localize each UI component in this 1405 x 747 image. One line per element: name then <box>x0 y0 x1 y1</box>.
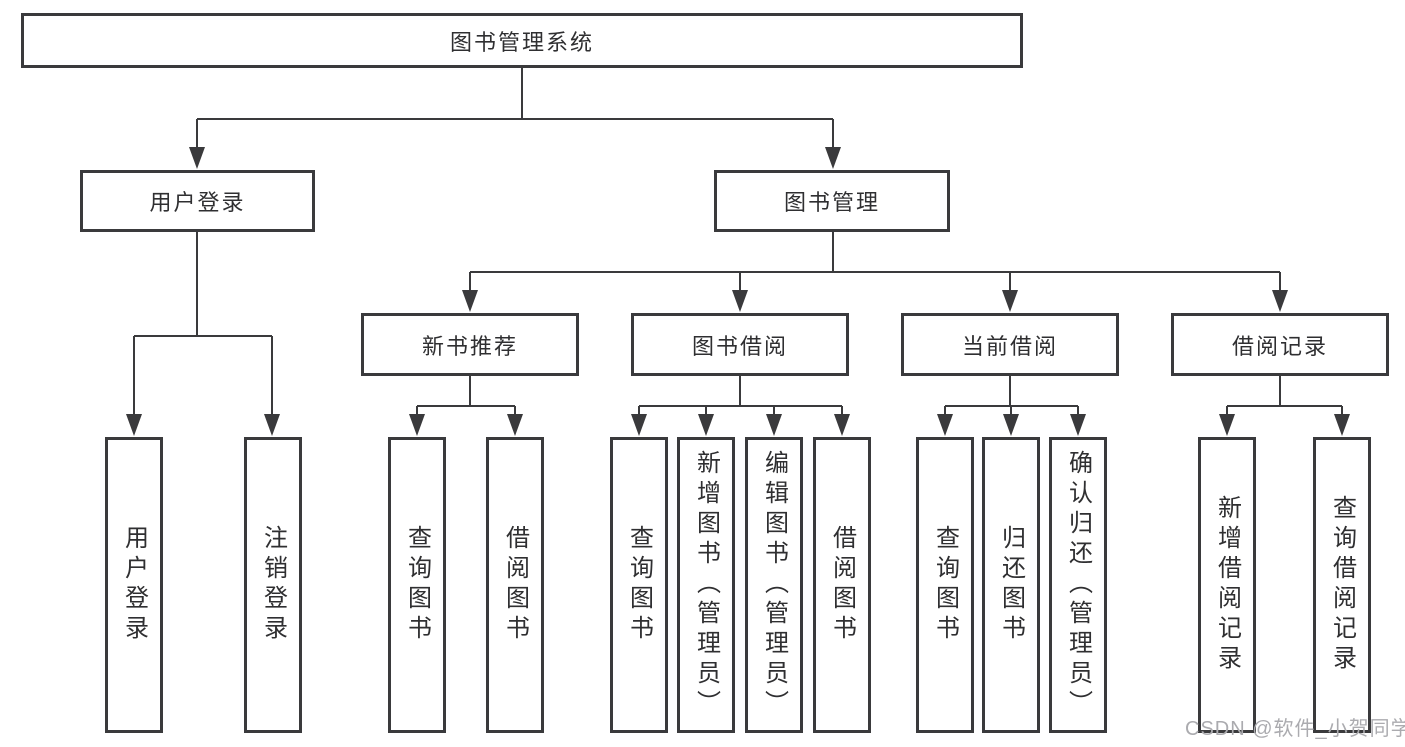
leaf-logout-login: 注销登录 <box>244 437 302 733</box>
leaf-current-confirm-return-admin: 确认归还（管理员） <box>1049 437 1107 733</box>
leaf-user-login: 用户登录 <box>105 437 163 733</box>
tree-edges <box>133 68 1343 419</box>
leaf-records-add-borrow-record: 新增借阅记录 <box>1198 437 1256 733</box>
leaf-recommend-borrow-books: 借阅图书 <box>486 437 544 733</box>
leaf-borrowing-add-books-admin: 新增图书（管理员） <box>677 437 735 733</box>
node-user-login: 用户登录 <box>80 170 315 232</box>
node-book-management: 图书管理 <box>714 170 950 232</box>
node-book-borrowing: 图书借阅 <box>631 313 849 376</box>
leaf-current-query-books: 查询图书 <box>916 437 974 733</box>
node-borrowing-records: 借阅记录 <box>1171 313 1389 376</box>
node-new-book-recommendation: 新书推荐 <box>361 313 579 376</box>
arrowhead-icons <box>126 147 1350 436</box>
leaf-borrowing-query-books: 查询图书 <box>610 437 668 733</box>
leaf-records-query-borrow-record: 查询借阅记录 <box>1313 437 1371 733</box>
leaf-current-return-books: 归还图书 <box>982 437 1040 733</box>
leaf-borrowing-edit-books-admin: 编辑图书（管理员） <box>745 437 803 733</box>
node-root-library-management-system: 图书管理系统 <box>21 13 1023 68</box>
leaf-recommend-query-books: 查询图书 <box>388 437 446 733</box>
node-current-borrowing: 当前借阅 <box>901 313 1119 376</box>
leaf-borrowing-borrow-books: 借阅图书 <box>813 437 871 733</box>
csdn-watermark: CSDN @软件_小贺同学 <box>1185 718 1405 740</box>
